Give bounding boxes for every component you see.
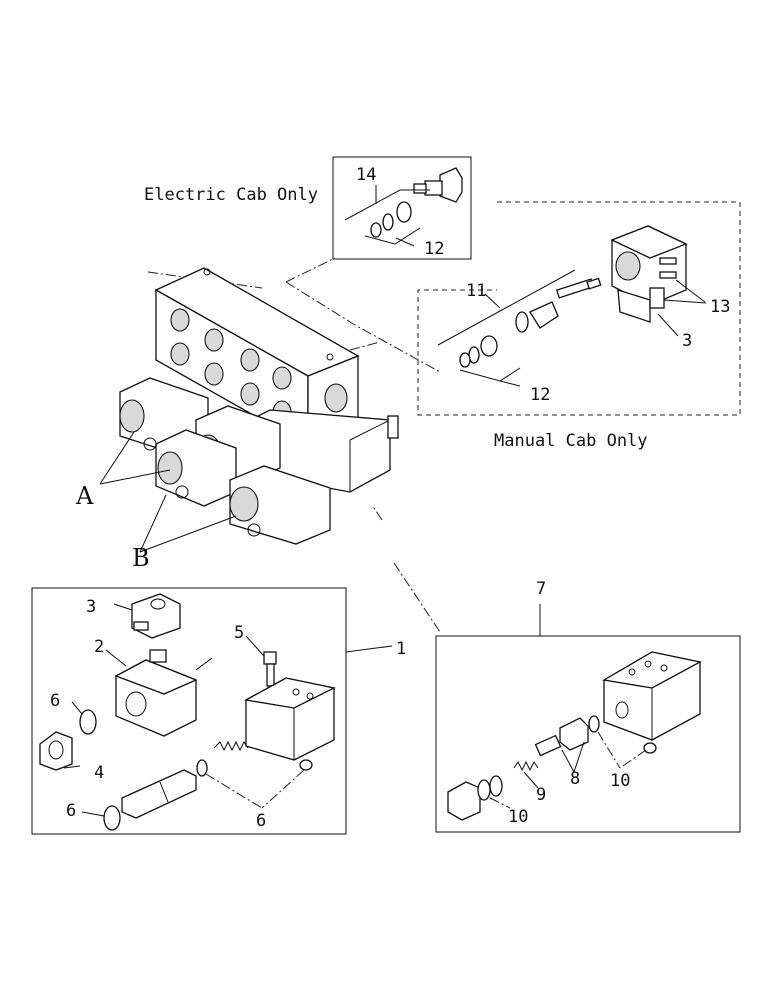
callout-14: 14 [356,165,376,185]
oring-12-electric-a [382,213,394,231]
callout-12-manual: 12 [530,385,550,405]
leaders-a-b [99,431,237,553]
caption-electric-cab: Electric Cab Only [144,185,318,205]
solenoid-connector-13 [610,225,688,306]
callout-10-left: 10 [508,807,528,827]
callout-B: B [132,544,150,572]
electric-cab-box [332,156,472,260]
main-valve-manifold [119,267,399,545]
callout-6-left: 6 [50,691,60,711]
oring-12-manual-b [459,352,471,368]
caption-manual-cab: Manual Cab Only [494,431,648,451]
callout-3: 3 [86,597,96,617]
plug-10 [447,781,481,821]
valve-body-1 [244,677,336,761]
solenoid-valve-kit-1 [31,587,393,835]
solenoid-coil-2 [114,649,213,737]
callout-5: 5 [234,623,244,643]
callout-13: 13 [710,297,730,317]
washer-12-electric [396,201,412,223]
callout-4: 4 [94,763,104,783]
solenoid-valve-b1 [155,429,237,507]
callout-9: 9 [536,785,546,805]
callout-8: 8 [570,769,580,789]
plug-fitting-14 [413,167,463,203]
kit-7-box [435,635,741,833]
callout-A: A [75,482,94,510]
callout-1: 1 [396,639,406,659]
manual-valve-stem-11 [515,277,602,333]
cartridge-8 [534,715,600,757]
kit-1-box [31,587,347,835]
relief-valve-kit-7 [435,604,741,833]
washer-12-manual [480,335,498,357]
nut-4 [39,731,73,771]
valve-body-7 [602,651,702,741]
callout-12-electric: 12 [424,239,444,259]
solenoid-valve-b2 [229,465,331,545]
manual-cab-box [417,201,741,416]
electric-cab-detail [332,156,472,260]
callout-6-bottom: 6 [66,801,76,821]
callout-3-manual: 3 [682,331,692,351]
callout-2: 2 [94,637,104,657]
screw-5 [263,651,277,687]
coil-plug-3-manual [617,287,707,323]
coil-plug-3 [131,593,181,639]
callout-7: 7 [536,579,546,599]
callout-11: 11 [466,281,486,301]
oring-12-electric-b [370,222,382,238]
callout-10-right: 10 [610,771,630,791]
manual-cab-detail [285,201,741,416]
callout-6-group: 6 [256,811,266,831]
